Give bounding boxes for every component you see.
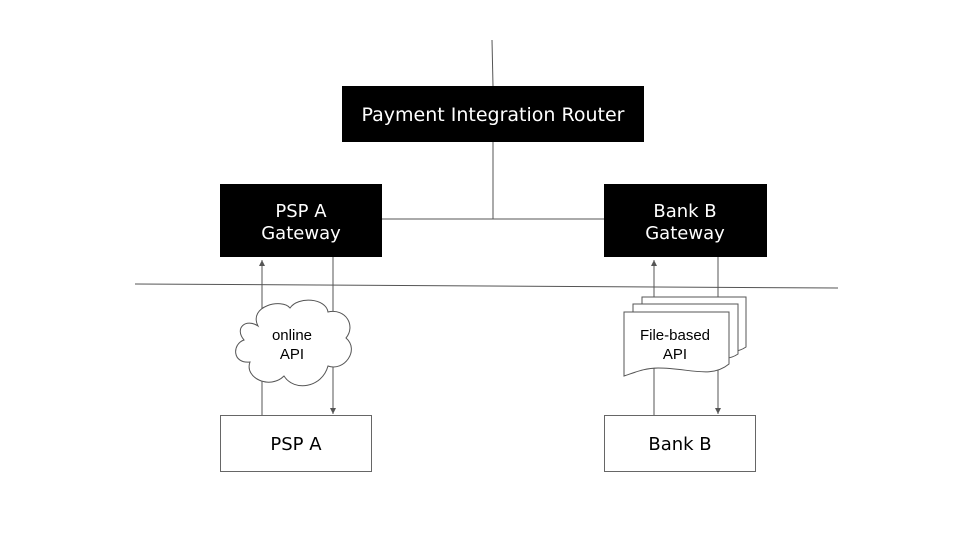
online-api-label-line2: API	[280, 346, 304, 363]
bank-b-system: Bank B	[604, 415, 756, 472]
file-based-api-documents: File-based API	[623, 296, 747, 377]
router-label: Payment Integration Router	[362, 104, 625, 126]
document-front-icon	[623, 311, 730, 377]
file-based-api-label-line2: API	[663, 346, 687, 363]
psp-a-gateway-box	[220, 184, 382, 257]
bank-b-gateway-label-line2: Gateway	[645, 223, 725, 244]
psp-a-gateway-label-line1: PSP A	[275, 201, 327, 222]
psp-a-gateway-label-line2: Gateway	[261, 223, 341, 244]
psp-a-label: PSP A	[270, 434, 322, 455]
cloud-icon	[235, 299, 352, 387]
bank-b-gateway: Bank B Gateway	[604, 184, 767, 257]
psp-a-system: PSP A	[220, 415, 372, 472]
bank-b-gateway-box	[604, 184, 767, 257]
psp-a-box	[220, 415, 372, 472]
online-api-label-line1: online	[272, 327, 312, 344]
bank-b-gateway-label-line1: Bank B	[653, 201, 716, 222]
router-top-connector	[491, 39, 494, 87]
online-api-cloud: online API	[235, 299, 352, 387]
network-boundary-line	[134, 283, 839, 289]
router-box	[342, 86, 644, 142]
psp-a-gateway: PSP A Gateway	[220, 184, 382, 257]
file-based-api-label-line1: File-based	[640, 327, 710, 344]
payment-integration-router: Payment Integration Router	[342, 86, 644, 142]
bank-b-box	[604, 415, 756, 472]
bank-b-label: Bank B	[648, 434, 711, 455]
